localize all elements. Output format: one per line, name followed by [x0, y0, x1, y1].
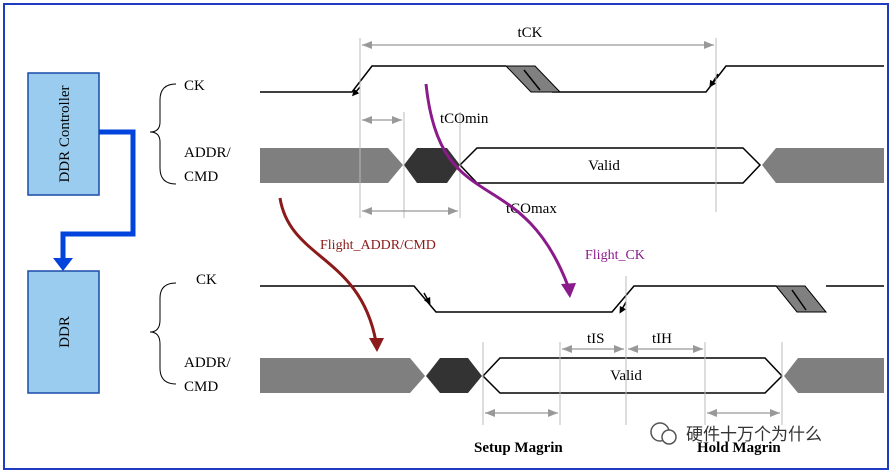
top-addr-label: ADDR/ [184, 145, 232, 161]
top-clock-edge-arrow [352, 86, 361, 97]
bottom-bus-invalid-left [260, 358, 425, 393]
wechat-icon-bubble [661, 429, 677, 445]
top-bus-transition [404, 148, 460, 183]
controller-to-ddr-connector [60, 129, 136, 262]
flight-addr-curve [278, 197, 378, 343]
hold-margin-label: Hold Magrin [697, 440, 781, 456]
flight-ck-label: Flight_CK [585, 248, 645, 263]
bottom-ck-label: CK [196, 272, 217, 288]
tih-label: tIH [652, 331, 672, 347]
connector-arrowhead [53, 258, 73, 271]
top-jitter-mark [523, 69, 541, 91]
flight-addr-arrowhead [369, 338, 384, 352]
watermark: 硬件十万个为什么 [650, 422, 822, 445]
bottom-bus-invalid-right [784, 358, 884, 393]
ddr-controller-box [27, 72, 100, 196]
top-brace [149, 83, 177, 185]
top-cmd-label: CMD [184, 169, 218, 185]
watermark-text: 硬件十万个为什么 [686, 425, 822, 445]
top-clock-jitter [504, 65, 562, 93]
bottom-brace [149, 282, 177, 385]
top-clock-edge-arrow-2 [709, 73, 719, 88]
top-bus-invalid-left [260, 148, 403, 183]
ddr-controller-label: DDR Controller [57, 85, 73, 182]
top-valid-label: Valid [588, 158, 620, 174]
flight-ck-arrowhead [561, 283, 576, 298]
tck-label: tCK [517, 25, 542, 41]
top-clock-waveform [260, 65, 506, 93]
flight-ck-curve [424, 83, 570, 287]
outer-frame [3, 3, 889, 470]
setup-margin-label: Setup Magrin [474, 440, 563, 456]
ddr-box [27, 270, 100, 394]
bottom-cmd-label: CMD [184, 379, 218, 395]
bottom-clock-waveform [260, 285, 776, 313]
bottom-clock-jitter [774, 285, 828, 313]
top-ck-label: CK [184, 78, 205, 94]
bottom-bus-transition [426, 358, 482, 393]
top-bus-invalid-right [762, 148, 884, 183]
tcomin-label: tCOmin [440, 111, 489, 127]
bottom-clock-edge-arrow [423, 292, 431, 305]
bottom-addr-label: ADDR/ [184, 355, 232, 371]
bottom-clock-edge-arrow-2 [619, 301, 627, 314]
flight-addr-label: Flight_ADDR/CMD [320, 238, 436, 253]
bottom-jitter-mark [791, 289, 807, 311]
tis-label: tIS [587, 331, 605, 347]
ddr-label: DDR [57, 316, 73, 348]
